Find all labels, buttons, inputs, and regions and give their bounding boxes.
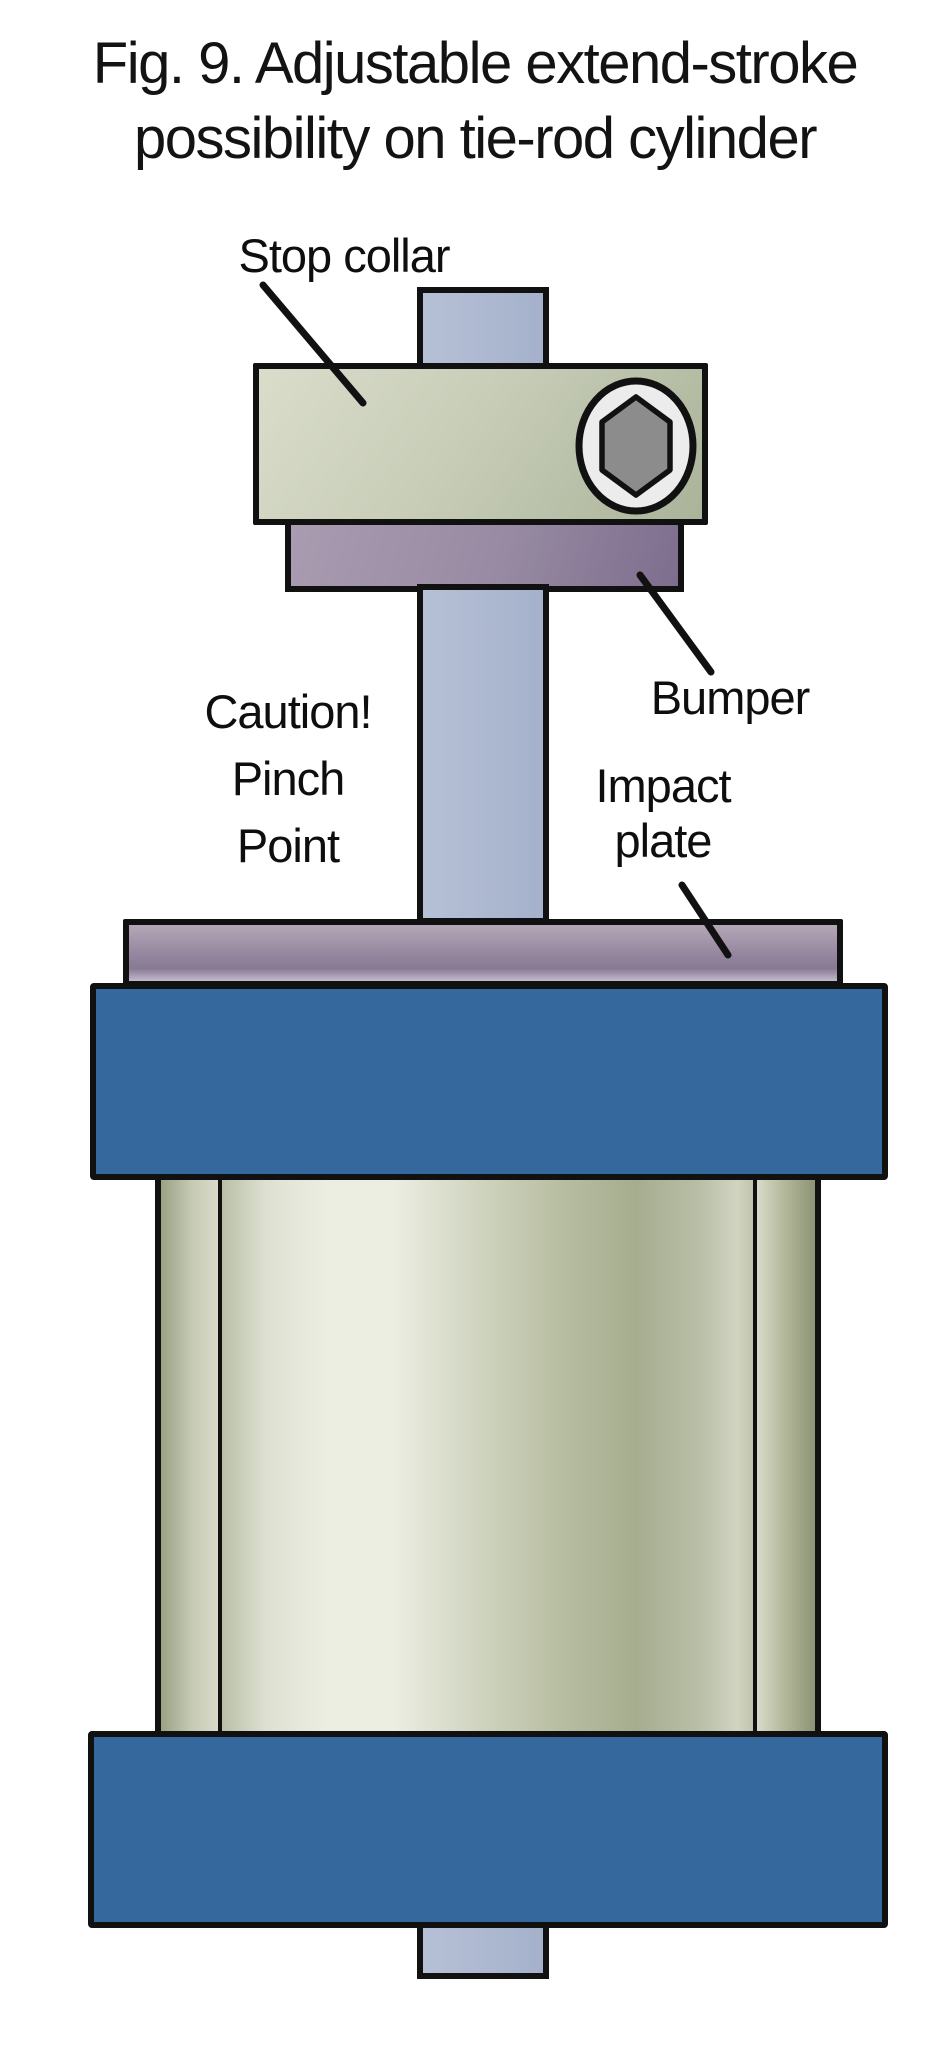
cylinder-barrel-body (222, 1178, 757, 1733)
impact-plate (123, 919, 843, 987)
impact-plate-label-line2: plate (614, 814, 713, 867)
caution-label-line3: Point (236, 819, 340, 872)
impact-plate-label: Impact plate (513, 758, 813, 868)
caution-label-line2: Pinch (231, 752, 346, 805)
caution-label-line1: Caution! (204, 685, 372, 738)
bumper (285, 519, 684, 592)
caution-pinch-point-label: Caution! Pinch Point (138, 678, 438, 879)
cylinder-barrel (155, 1178, 821, 1733)
piston-rod-top (417, 287, 549, 369)
figure-title: Fig. 9. Adjustable extend-stroke possibi… (0, 26, 950, 176)
tie-rod-right (757, 1178, 821, 1733)
figure-title-line1: Fig. 9. Adjustable extend-stroke (92, 31, 859, 96)
stop-collar-label: Stop collar (238, 229, 450, 282)
piston-rod-bottom (417, 1922, 549, 1979)
tie-rod-left (155, 1178, 222, 1733)
cylinder-head-cap (90, 983, 888, 1180)
bumper-label: Bumper (650, 671, 811, 724)
figure-title-line2: possibility on tie-rod cylinder (133, 106, 818, 171)
impact-plate-label-line1: Impact (595, 759, 731, 812)
hex-set-screw-icon (575, 377, 697, 515)
cylinder-end-cap (88, 1731, 888, 1928)
